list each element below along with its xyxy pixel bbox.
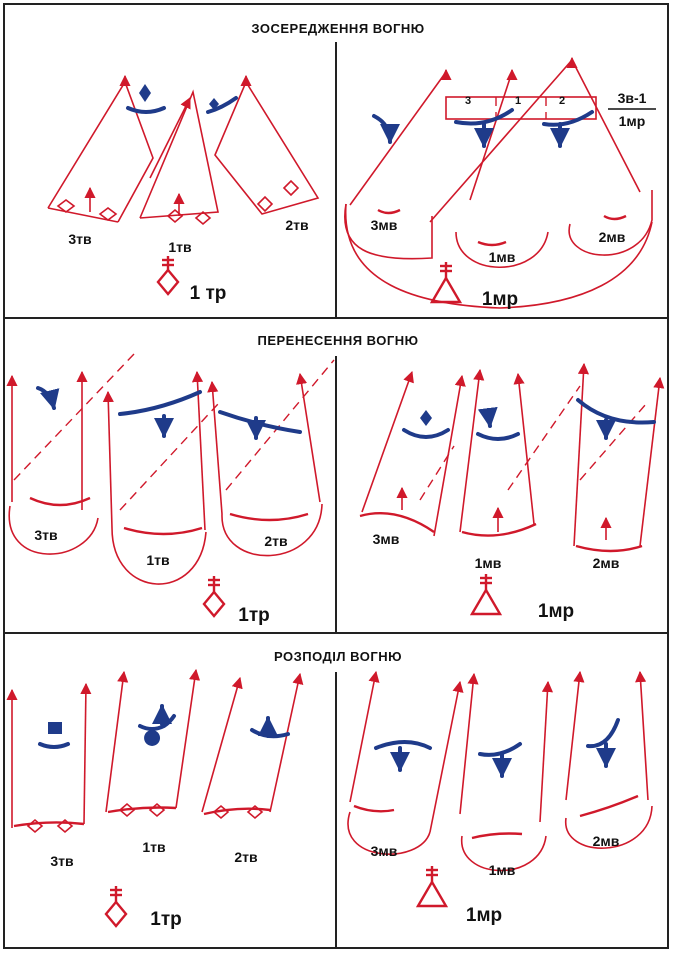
s3-tank-platoons (6, 668, 304, 834)
sector-number: 1 (515, 95, 521, 107)
command-label: 1 тр (190, 283, 227, 304)
unit-label: 1мв (489, 862, 516, 878)
fraction-denominator: 1мр (619, 113, 646, 129)
unit-label: 1тв (168, 239, 192, 255)
command-label: 1мр (466, 905, 502, 926)
tank-company-symbol (156, 256, 180, 296)
unit-label: 2мв (599, 229, 626, 245)
s2-tank-platoons (6, 353, 335, 585)
command-label: 1тр (238, 605, 269, 626)
unit-label: 2мв (593, 833, 620, 849)
unit-label: 1тв (142, 839, 166, 855)
unit-label: 3мв (373, 531, 400, 547)
unit-label: 3мв (371, 217, 398, 233)
motor-company-symbol (469, 574, 503, 616)
command-label: 1мр (482, 289, 518, 310)
unit-label: 2мв (593, 555, 620, 571)
section-title: РОЗПОДІЛ ВОГНЮ (274, 649, 402, 664)
unit-label: 3тв (68, 231, 92, 247)
s1-motorized-platoons (344, 56, 653, 309)
unit-label: 3тв (50, 853, 74, 869)
unit-label: 3мв (371, 843, 398, 859)
unit-label: 1мв (489, 249, 516, 265)
command-label: 1мр (538, 601, 574, 622)
unit-label: 3тв (34, 527, 58, 543)
section-title: ЗОСЕРЕДЖЕННЯ ВОГНЮ (251, 21, 424, 36)
tank-company-symbol (202, 576, 226, 618)
unit-label: 2тв (264, 533, 288, 549)
unit-label: 2тв (234, 849, 258, 865)
fraction-numerator: 3в-1 (618, 90, 647, 106)
motor-company-symbol (415, 866, 449, 908)
s1-tank-platoons (47, 74, 320, 226)
command-label: 1тр (150, 909, 181, 930)
sector-number: 3 (465, 95, 471, 107)
s2-motorized-platoons (359, 362, 665, 553)
sector-number: 2 (559, 95, 565, 107)
motor-company-symbol (429, 262, 463, 304)
unit-label: 1тв (146, 552, 170, 568)
section-title: ПЕРЕНЕСЕННЯ ВОГНЮ (257, 333, 418, 348)
s3-motorized-platoons (347, 670, 653, 872)
unit-label: 2тв (285, 217, 309, 233)
unit-label: 1мв (475, 555, 502, 571)
tank-company-symbol (104, 886, 128, 928)
